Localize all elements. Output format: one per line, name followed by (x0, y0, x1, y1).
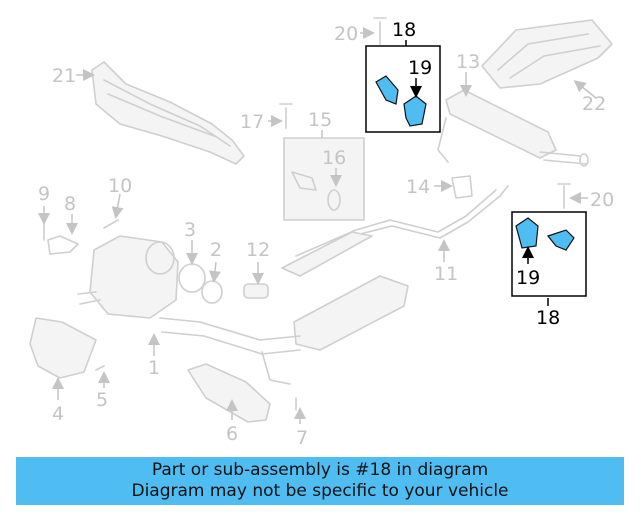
banner-line-2: Diagram may not be specific to your vehi… (131, 481, 509, 501)
heat-shield-part-22 (481, 19, 613, 89)
callout-7: 7 (296, 427, 308, 449)
callout-2: 2 (210, 239, 222, 261)
callout-12: 12 (246, 239, 270, 261)
callout-10: 10 (108, 175, 132, 197)
assembly-18-box-top (365, 45, 441, 133)
banner-line-1: Part or sub-assembly is #18 in diagram (151, 460, 489, 480)
catalytic-converter (77, 235, 179, 319)
info-banner: Part or sub-assembly is #18 in diagram D… (16, 457, 624, 505)
callout-20-top: 20 (334, 23, 358, 45)
callout-6: 6 (226, 423, 238, 445)
callout-5: 5 (96, 389, 108, 411)
callout-17: 17 (240, 111, 264, 133)
heat-shield-part-6 (187, 363, 271, 423)
bracket-part-4 (29, 317, 97, 379)
callout-21: 21 (52, 65, 76, 87)
callout-13: 13 (456, 51, 480, 73)
callout-16: 16 (322, 147, 346, 169)
rear-muffler-part-13 (437, 89, 589, 167)
callout-19-top: 19 (408, 57, 432, 79)
callout-3: 3 (184, 219, 196, 241)
assembly-18-box-bottom (511, 211, 587, 306)
callout-1: 1 (148, 357, 160, 379)
callout-19-bottom: 19 (516, 267, 540, 289)
leader-arrows (38, 27, 597, 424)
callout-15: 15 (308, 109, 332, 131)
callout-20-right: 20 (590, 189, 614, 211)
callout-22: 22 (582, 93, 606, 115)
heat-shield-part-21 (91, 61, 245, 165)
callout-18-top: 18 (392, 19, 416, 41)
callout-14: 14 (406, 176, 430, 198)
callout-9: 9 (38, 183, 50, 205)
callout-4: 4 (52, 403, 64, 425)
callout-11: 11 (434, 263, 458, 285)
callout-18-bottom: 18 (536, 307, 560, 329)
exhaust-pipe-part-11 (281, 185, 509, 277)
center-pipe-part-1 (159, 275, 409, 385)
callout-8: 8 (64, 193, 76, 215)
